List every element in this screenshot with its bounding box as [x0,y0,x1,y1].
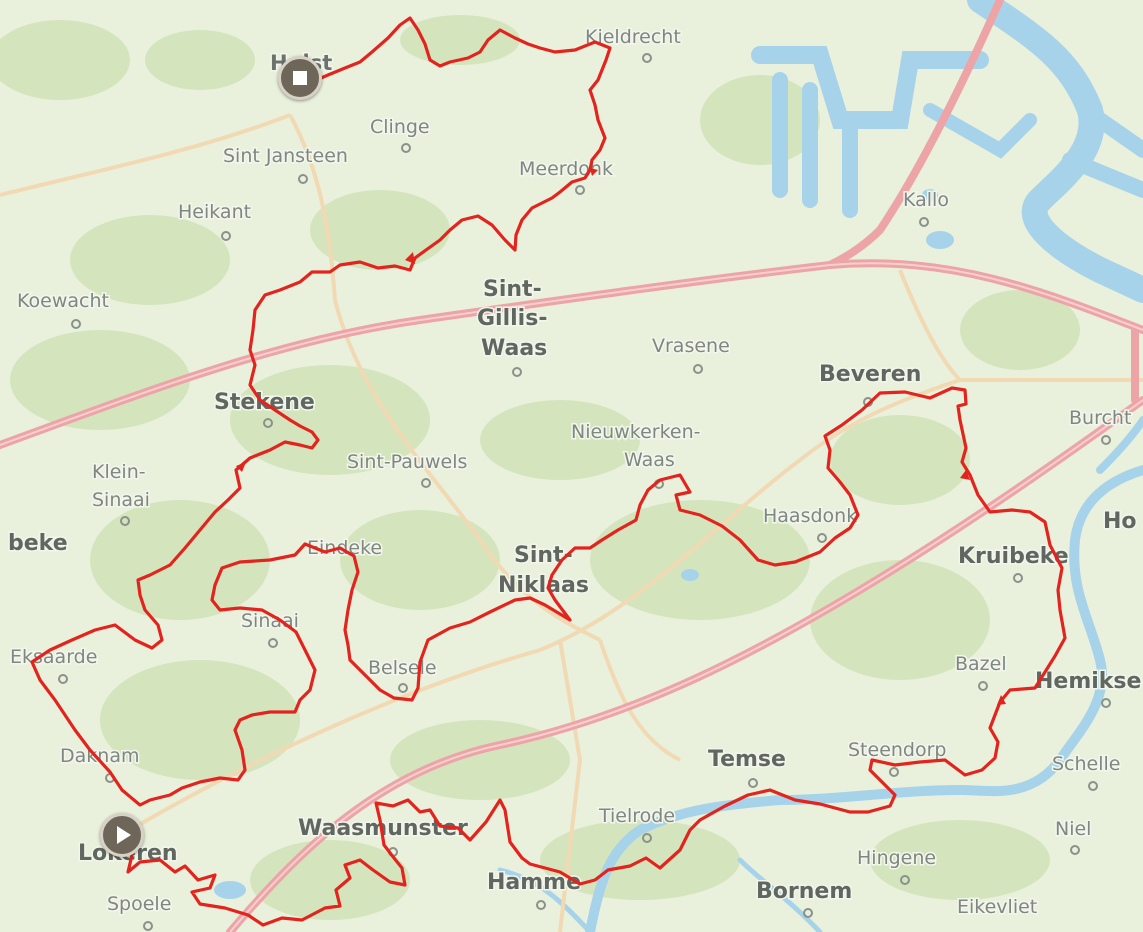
place-label-nieuwkerken-line2: Waas [624,449,675,471]
place-label-haasdonk: Haasdonk [763,505,857,527]
place-label-sint-gillis-waas-line2: Gillis- [477,306,547,331]
water-ponds [214,189,954,899]
place-label-tielrode: Tielrode [598,805,675,827]
route-start-marker[interactable] [100,813,144,857]
motorway-centerlines [0,262,1143,932]
place-label-klein-sinaai-line1: Klein- [92,461,146,483]
major-roads [0,113,1143,932]
place-label-steendorp: Steendorp [848,739,947,761]
water-bodies [497,0,1143,932]
place-label-clinge: Clinge [370,116,430,138]
place-label-hemiksem: Hemikse [1035,669,1141,694]
place-label-sint-niklaas-line1: Sint- [514,543,573,568]
route-line[interactable] [30,16,1067,927]
place-label-sint-gillis-waas-line1: Sint- [483,277,542,302]
place-label-beveren: Beveren [819,362,921,387]
route-direction-arrows [236,168,1006,705]
place-label-sint-pauwels: Sint-Pauwels [347,451,467,473]
place-label-hamme: Hamme [487,870,581,895]
stop-icon [293,71,307,85]
place-label-hoboken: Ho [1103,509,1137,534]
place-label-meerdonk: Meerdonk [519,158,613,180]
place-label-bazel: Bazel [955,653,1007,675]
place-label-hingene: Hingene [857,847,936,869]
place-label-koewacht: Koewacht [17,290,109,312]
place-label-schelle: Schelle [1052,753,1121,775]
place-label-spoele: Spoele [107,893,171,915]
route-end-marker[interactable] [278,56,322,100]
play-icon [117,826,131,844]
place-label-eikevliet: Eikevliet [957,896,1037,918]
place-label-klein-sinaai-line2: Sinaai [92,489,150,511]
place-label-sint-jansteen: Sint Jansteen [223,145,348,167]
place-label-sint-niklaas-line2: Niklaas [498,573,589,598]
place-label-burcht: Burcht [1069,407,1131,429]
place-label-nieuwkerken-line1: Nieuwkerken- [571,421,701,443]
place-label-bornem: Bornem [756,879,852,904]
place-label-belsele: Belsele [368,657,437,679]
place-label-kieldrecht: Kieldrecht [585,26,681,48]
place-label-beke: beke [8,531,68,556]
place-label-daknam: Daknam [60,745,139,767]
place-label-kallo: Kallo [903,189,949,211]
place-label-niel: Niel [1055,818,1091,840]
place-label-temse: Temse [708,747,786,772]
place-label-vrasene: Vrasene [652,335,730,357]
place-label-eindeke: Eindeke [307,537,382,559]
place-label-sint-gillis-waas-line3: Waas [481,336,547,361]
place-label-heikant: Heikant [178,201,251,223]
